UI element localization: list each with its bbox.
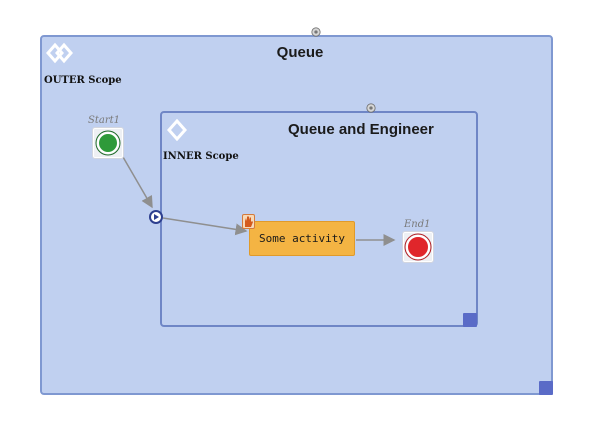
start-event-label: Start1 (88, 115, 120, 126)
outer-scope-title: Queue (276, 44, 324, 61)
outer-resize-handle[interactable] (539, 381, 553, 395)
scope-diamond-icon[interactable] (166, 119, 188, 141)
end-event[interactable] (402, 231, 434, 263)
inner-scope-container[interactable] (160, 111, 478, 327)
connector-entry-to-activity (162, 217, 248, 236)
manual-task-hand-icon (242, 214, 255, 229)
activity-node[interactable]: Some activity (249, 221, 355, 256)
scope-diamond-icon[interactable] (46, 42, 74, 64)
pin-icon[interactable] (311, 27, 321, 37)
outer-scope-label: OUTER Scope (44, 75, 122, 86)
start-event[interactable] (92, 127, 124, 159)
inner-resize-handle[interactable] (463, 313, 477, 327)
scope-entry-point-icon[interactable] (149, 210, 163, 224)
inner-scope-title: Queue and Engineer (288, 121, 434, 138)
inner-scope-label: INNER Scope (163, 151, 239, 162)
end-event-label: End1 (404, 219, 431, 230)
pin-icon[interactable] (366, 103, 376, 113)
start-circle-icon (95, 130, 121, 156)
hand-icon (245, 216, 253, 227)
end-circle-icon (404, 233, 432, 261)
connector-start-to-entry (122, 156, 153, 209)
